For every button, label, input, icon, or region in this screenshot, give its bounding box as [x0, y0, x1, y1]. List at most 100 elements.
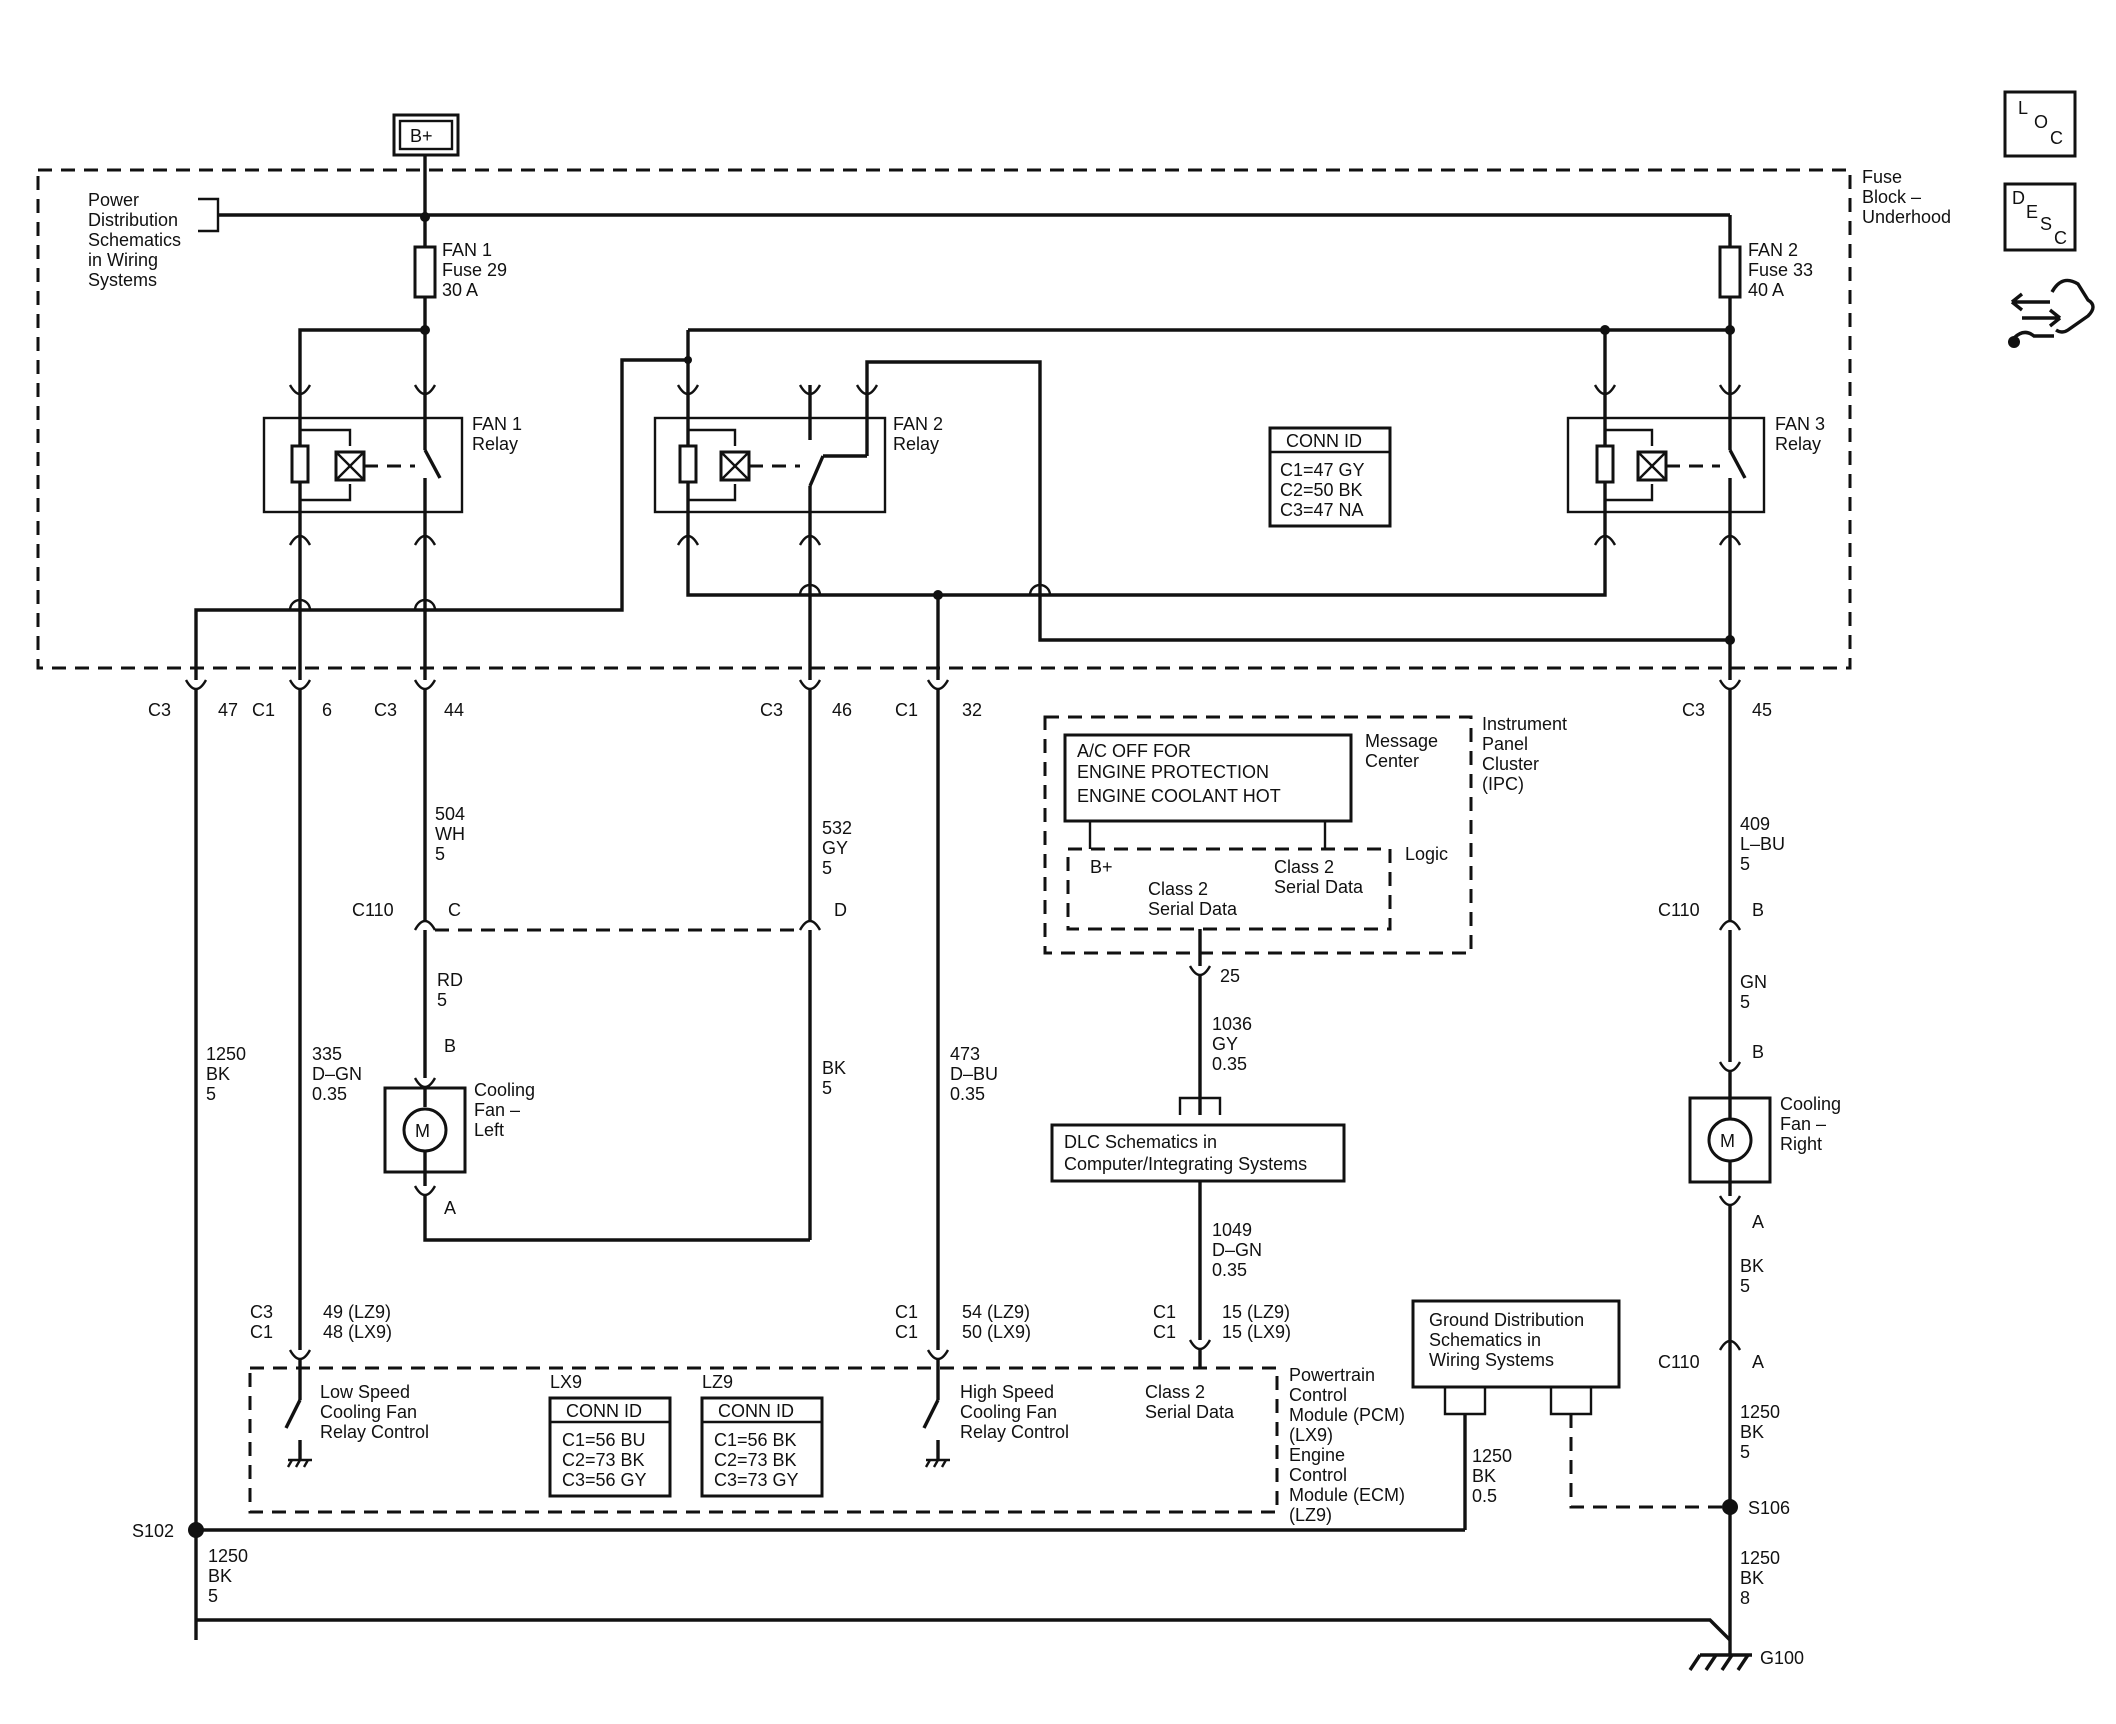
pcm-lz9-conn-c3: C3=73 GY: [714, 1470, 799, 1490]
fan3-relay-box: [1566, 416, 1766, 514]
fuse-29-rating: 30 A: [442, 280, 478, 300]
right-fan-name-1: Cooling: [1780, 1094, 1841, 1114]
pcm-high-label-3: Relay Control: [960, 1422, 1069, 1442]
fuse-33-name: FAN 2: [1748, 240, 1798, 260]
pcm-name-3: Module (PCM): [1289, 1405, 1405, 1425]
pin-47-number: 47: [218, 700, 238, 720]
w335-color: D–GN: [312, 1064, 362, 1084]
pcm-low-conn-2: C1: [250, 1322, 273, 1342]
ground-dist-box[interactable]: [1411, 1299, 1621, 1389]
service-hand-icon[interactable]: [2008, 278, 2095, 348]
battery-supply-label: B+: [410, 126, 433, 146]
w532-circuit: 532: [822, 818, 852, 838]
pcm-lx9-conn-id: [548, 1396, 672, 1498]
w1036-color: GY: [1212, 1034, 1238, 1054]
w1049-size: 0.35: [1212, 1260, 1247, 1280]
splice-s102-label: S102: [132, 1521, 174, 1541]
w1250g-color: BK: [1472, 1466, 1496, 1486]
desc-icon-letter-d: D: [2012, 188, 2025, 208]
loc-icon[interactable]: L O C: [2003, 90, 2077, 158]
pcm-data-pin-1: 15 (LZ9): [1222, 1302, 1290, 1322]
wBKr-color: BK: [1740, 1256, 1764, 1276]
desc-icon[interactable]: D E S C: [2003, 182, 2077, 252]
wRD-size: 5: [437, 990, 447, 1010]
fuse-29-name: FAN 1: [442, 240, 492, 260]
fan1-relay-name: FAN 1: [472, 414, 522, 434]
pcm-boundary: [248, 1366, 1279, 1514]
pin-32-conn: C1: [895, 700, 918, 720]
dlc-schematics-box[interactable]: [1050, 1123, 1346, 1183]
pin-46-conn: C3: [760, 700, 783, 720]
w504-size: 5: [435, 844, 445, 864]
fuse-29-number: Fuse 29: [442, 260, 507, 280]
pcm-high-pin-1: 54 (LZ9): [962, 1302, 1030, 1322]
ipc-title-1: Instrument: [1482, 714, 1567, 734]
left-fan-name-2: Fan –: [474, 1100, 520, 1120]
pin-45-conn: C3: [1682, 700, 1705, 720]
fan3-relay-type: Relay: [1775, 434, 1821, 454]
right-fan-pin-a: A: [1752, 1212, 1764, 1232]
pin-32-number: 32: [962, 700, 982, 720]
fuse-block-label-2: Block –: [1862, 187, 1921, 207]
pcm-low-pin-2: 48 (LX9): [323, 1322, 392, 1342]
fuse-block-conn-id-title: CONN ID: [1286, 431, 1362, 451]
left-fan-pin-a: A: [444, 1198, 456, 1218]
ipc-message-1: A/C OFF FOR: [1077, 741, 1191, 761]
pcm-name-6: Control: [1289, 1465, 1347, 1485]
message-center-display: [1063, 733, 1353, 823]
wBKr-size: 5: [1740, 1276, 1750, 1296]
pcm-name-8: (LZ9): [1289, 1505, 1332, 1525]
pcm-name-7: Module (ECM): [1289, 1485, 1405, 1505]
w532-color: GY: [822, 838, 848, 858]
w1250s102-circuit: 1250: [208, 1546, 248, 1566]
w1036-size: 0.35: [1212, 1054, 1247, 1074]
right-fan-pin-b: B: [1752, 1042, 1764, 1062]
pcm-high-conn-1: C1: [895, 1302, 918, 1322]
right-fan-name-3: Right: [1780, 1134, 1822, 1154]
w335-circuit: 335: [312, 1044, 342, 1064]
ipc-logic-boundary: [1066, 847, 1392, 931]
ipc-title-3: Cluster: [1482, 754, 1539, 774]
left-fan-name-3: Left: [474, 1120, 504, 1140]
c110-pin-c: C: [448, 900, 461, 920]
desc-icon-letter-e: E: [2026, 202, 2038, 222]
pcm-high-label-1: High Speed: [960, 1382, 1054, 1402]
fuse-33-number: Fuse 33: [1748, 260, 1813, 280]
pin-47-conn: C3: [148, 700, 171, 720]
pcm-lz9-conn-c1: C1=56 BK: [714, 1430, 797, 1450]
pcm-low-conn-1: C3: [250, 1302, 273, 1322]
fuse-block-label-3: Underhood: [1862, 207, 1951, 227]
wBK-size: 5: [822, 1078, 832, 1098]
power-dist-line-5: Systems: [88, 270, 157, 290]
pcm-low-label-3: Relay Control: [320, 1422, 429, 1442]
dlc-line-1: DLC Schematics in: [1064, 1132, 1217, 1152]
fuse-29: [413, 245, 437, 299]
power-dist-line-4: in Wiring: [88, 250, 158, 270]
loc-icon-letter-c: C: [2050, 128, 2063, 148]
pcm-data-conn-1: C1: [1153, 1302, 1176, 1322]
pcm-name-4: (LX9): [1289, 1425, 1333, 1445]
pcm-data-pin-2: 15 (LX9): [1222, 1322, 1291, 1342]
left-fan-name-1: Cooling: [474, 1080, 535, 1100]
fuse-block-conn-id: [1268, 426, 1392, 528]
message-center-label-1: Message: [1365, 731, 1438, 751]
c110-right-label: C110: [1658, 900, 1700, 920]
ipc-title-4: (IPC): [1482, 774, 1524, 794]
splice-s106-label: S106: [1748, 1498, 1790, 1518]
w473-size: 0.35: [950, 1084, 985, 1104]
pcm-data-label-1: Class 2: [1145, 1382, 1205, 1402]
w1250g-circuit: 1250: [1472, 1446, 1512, 1466]
pcm-high-label-2: Cooling Fan: [960, 1402, 1057, 1422]
wGN-color: GN: [1740, 972, 1767, 992]
loc-icon-letter-l: L: [2018, 98, 2028, 118]
ground-g100-label: G100: [1760, 1648, 1804, 1668]
pcm-low-pin-1: 49 (LZ9): [323, 1302, 391, 1322]
w1250s102-color: BK: [208, 1566, 232, 1586]
fan1-relay-type: Relay: [472, 434, 518, 454]
ground-dist-line-2: Schematics in: [1429, 1330, 1541, 1350]
splice-s106: [1722, 1499, 1738, 1515]
power-dist-line-3: Schematics: [88, 230, 181, 250]
pin-44-conn: C3: [374, 700, 397, 720]
right-fan-motor-symbol: M: [1720, 1131, 1735, 1151]
